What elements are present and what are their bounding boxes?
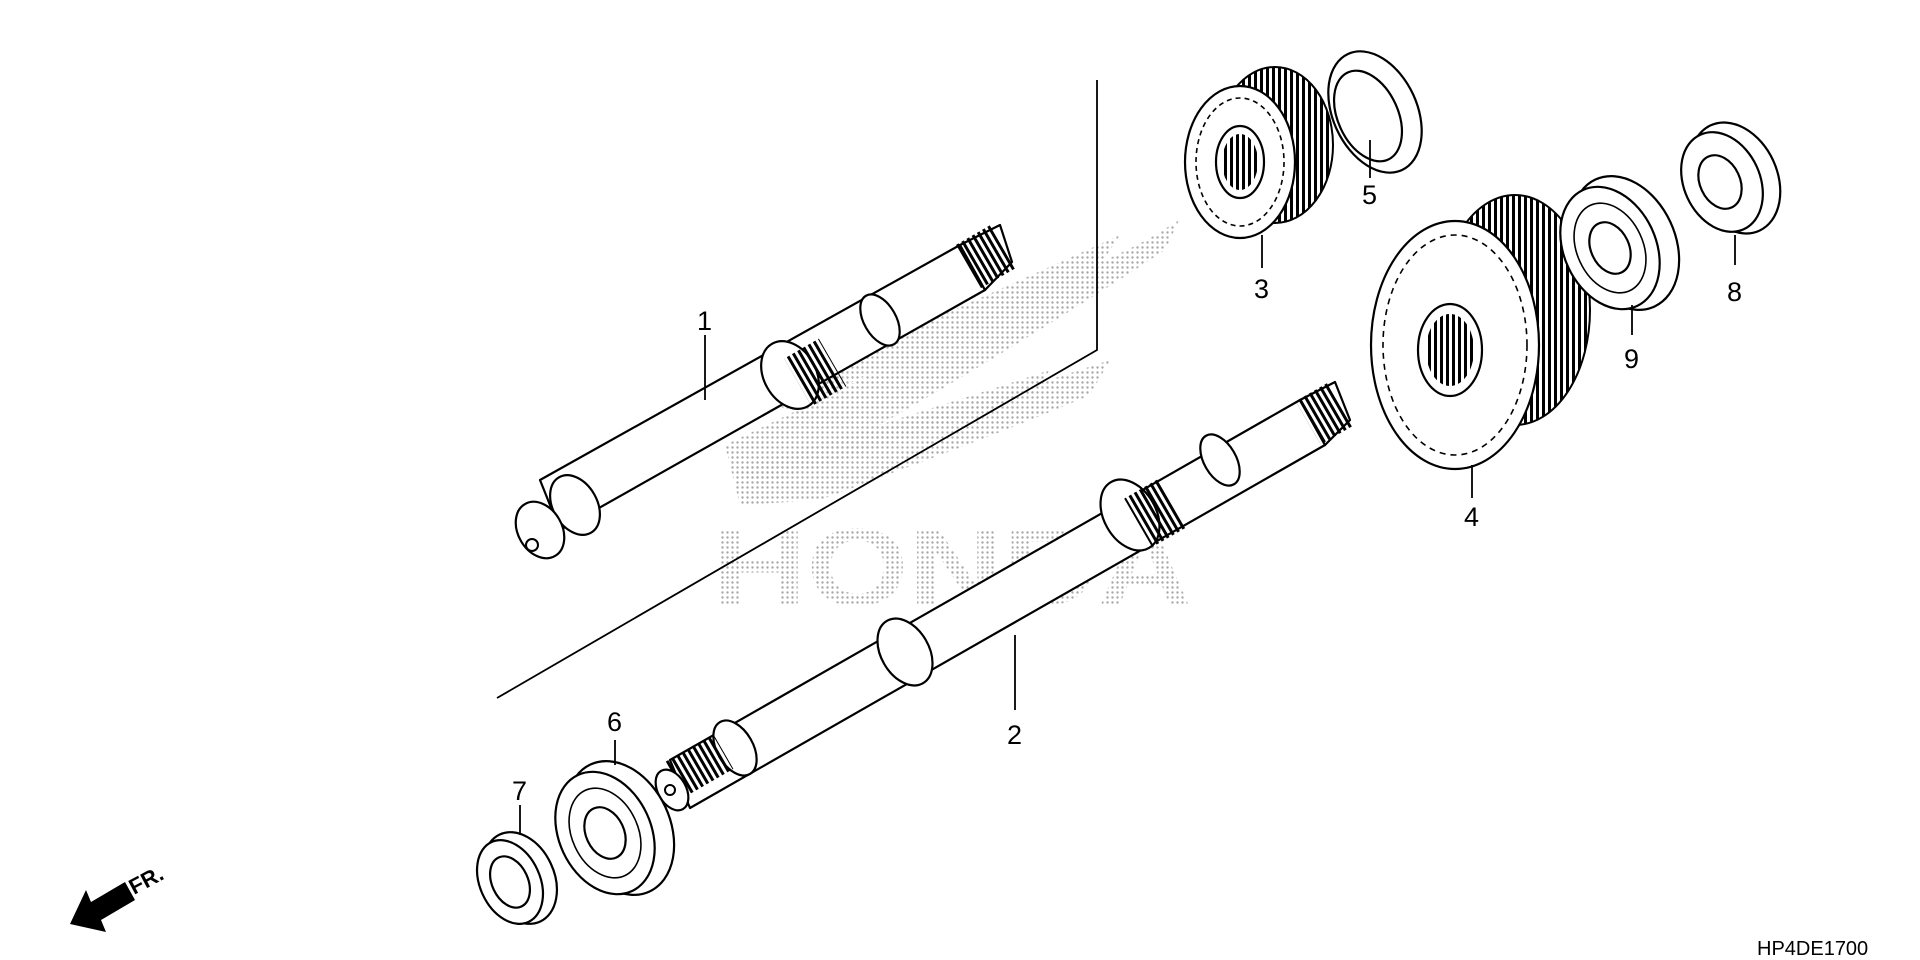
callout-6: 6 xyxy=(607,707,622,737)
callout-5: 5 xyxy=(1362,180,1377,210)
front-direction-indicator: FR. xyxy=(70,861,168,932)
washer xyxy=(1327,50,1423,174)
callout-9: 9 xyxy=(1624,344,1639,374)
callout-2: 2 xyxy=(1007,720,1022,750)
leader-lines xyxy=(519,140,1736,835)
oil-seal xyxy=(475,831,558,925)
shaft-upper xyxy=(514,223,1015,560)
gear-large xyxy=(1369,194,1591,471)
arrow-down-left-icon xyxy=(70,882,135,932)
callout-8: 8 xyxy=(1727,277,1742,307)
diagram-code: HP4DE1700 xyxy=(1757,938,1868,960)
ball-bearing-lower xyxy=(554,760,676,896)
callout-1: 1 xyxy=(697,306,712,336)
callout-3: 3 xyxy=(1254,274,1269,304)
separator-line xyxy=(496,80,1098,699)
gear-small xyxy=(1183,66,1334,240)
callout-4: 4 xyxy=(1464,502,1479,532)
bearing-small xyxy=(1680,121,1782,235)
callout-7: 7 xyxy=(512,776,527,806)
ball-bearing-upper xyxy=(1559,175,1681,311)
shaft-lower xyxy=(654,380,1354,812)
